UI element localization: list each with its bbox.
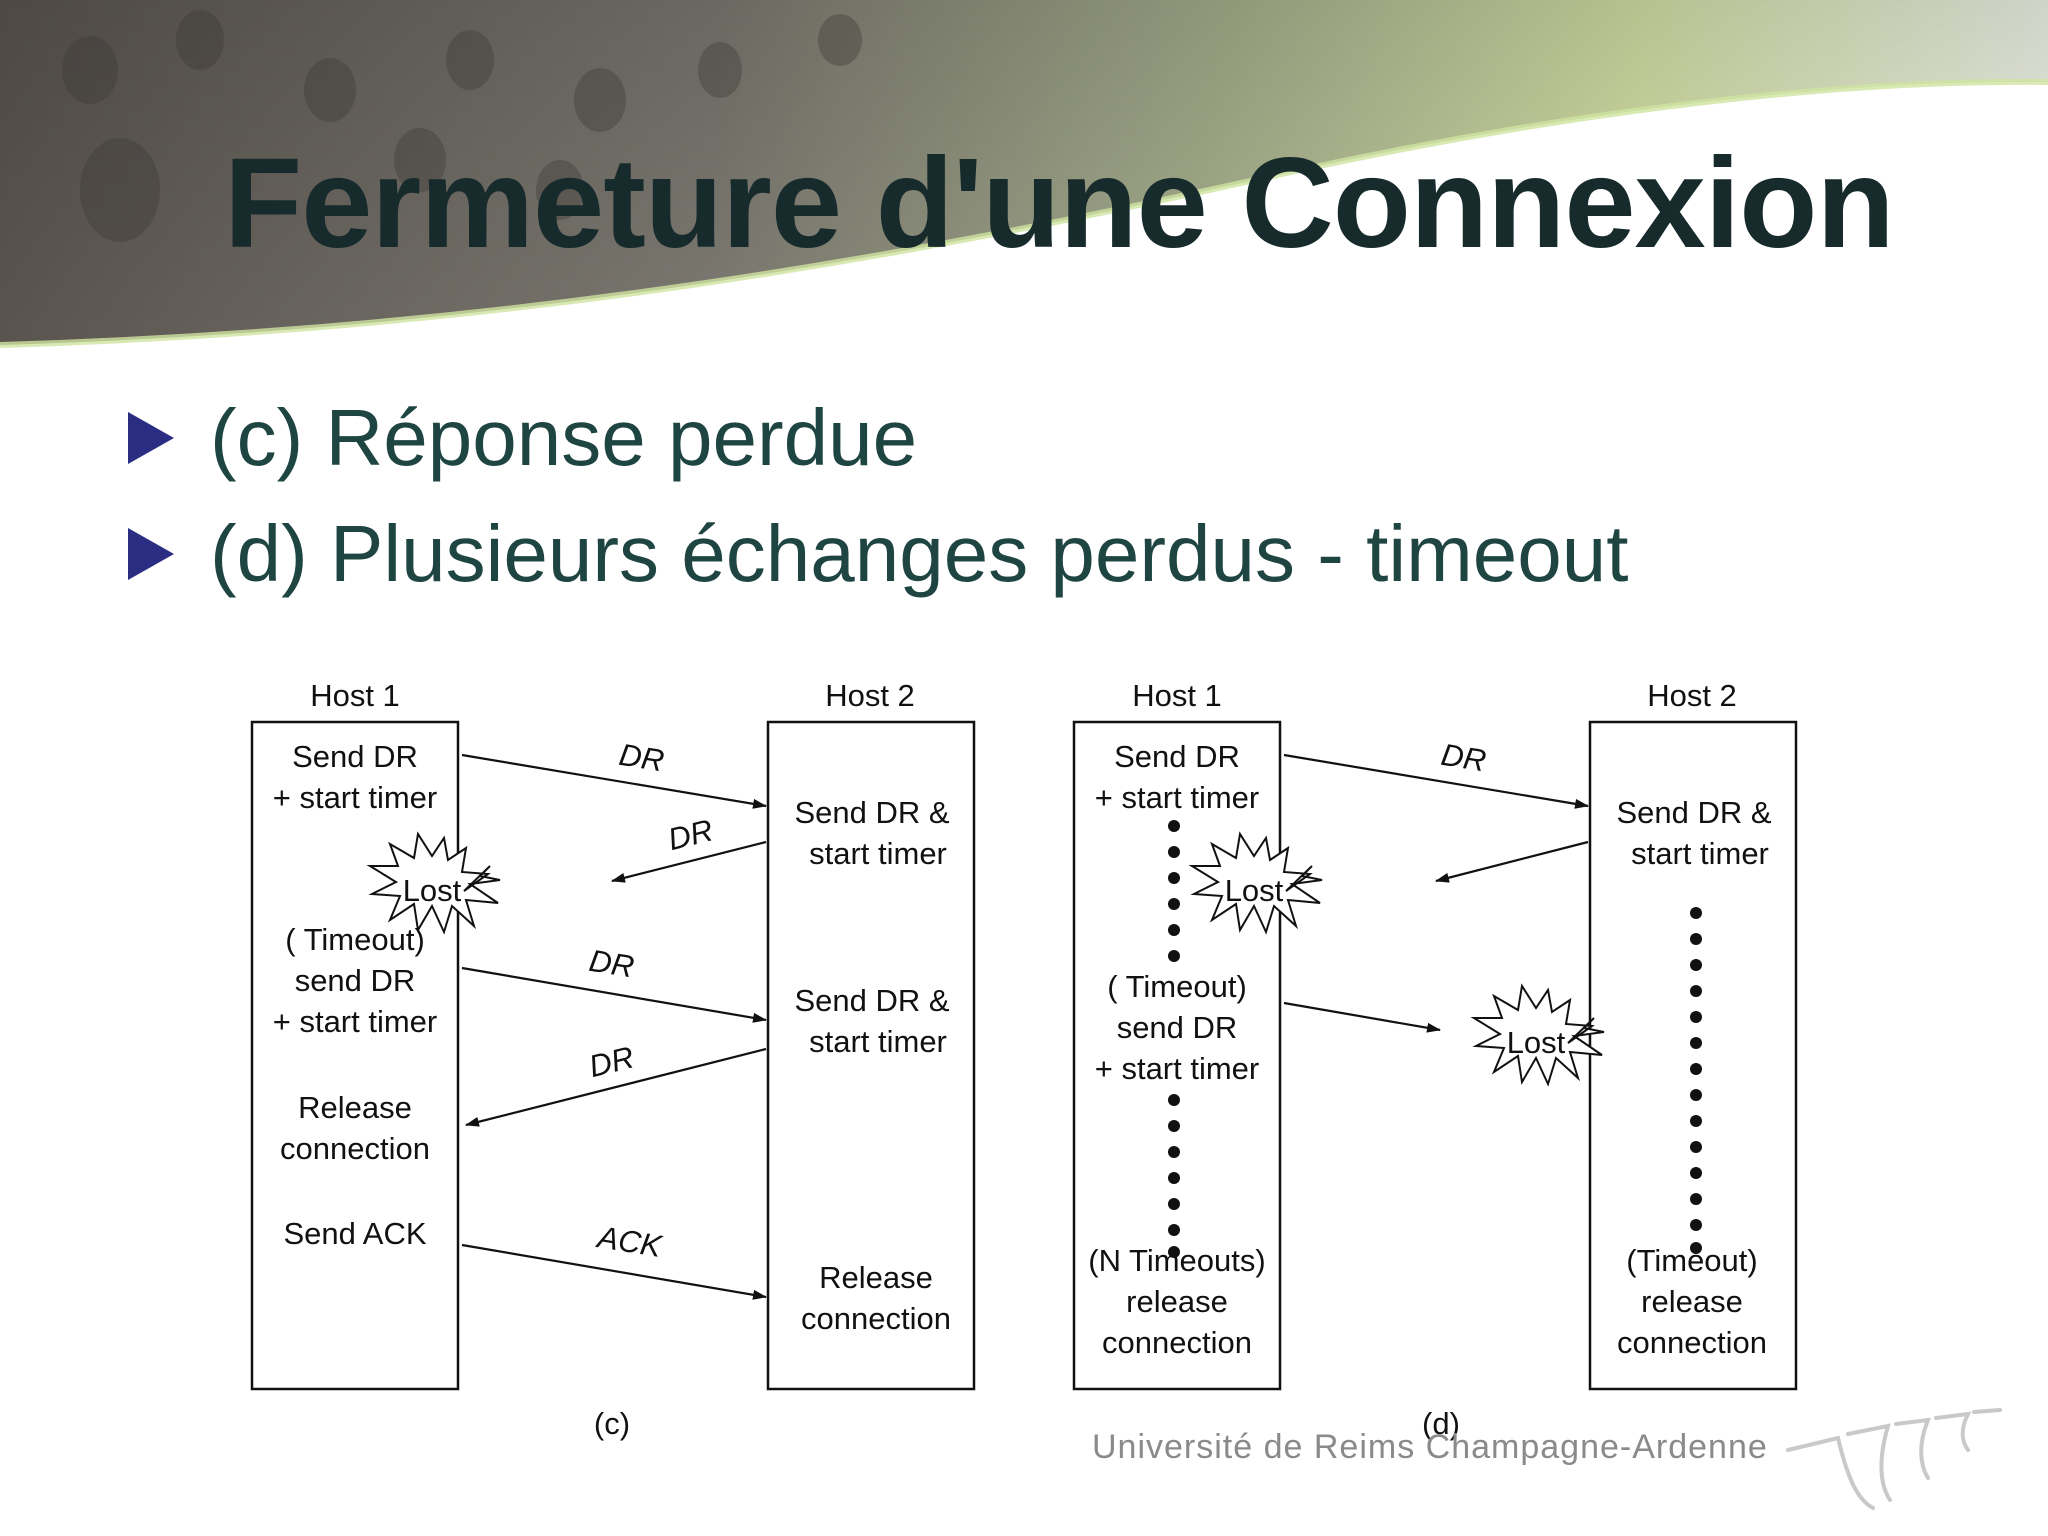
d-arrow-dr1 <box>1283 753 1589 809</box>
host2-label-d: Host 2 <box>1647 678 1737 713</box>
c-h2-start-timer-2: start timer <box>809 1024 947 1059</box>
d-h1-send-dr: Send DR <box>1114 739 1240 774</box>
host2-label-c: Host 2 <box>825 678 915 713</box>
d-h1-timeout: ( Timeout) <box>1107 969 1247 1004</box>
header-background <box>0 0 2048 360</box>
bullet-list: (c) Réponse perdue (d) Plusieurs échange… <box>128 380 1628 612</box>
c-arrow-ack <box>461 1243 767 1300</box>
c-h1-timeout-send: send DR <box>295 963 416 998</box>
d-h1-send-dr-timer: + start timer <box>1095 780 1260 815</box>
c-h1-release-conn: connection <box>280 1131 430 1166</box>
d-h2-start-timer: start timer <box>1631 836 1769 871</box>
c-label-dr1: DR <box>617 737 667 779</box>
host1-label-c: Host 1 <box>310 678 400 713</box>
c-h2-release: Release <box>819 1260 933 1295</box>
c-h1-release: Release <box>298 1090 412 1125</box>
host2-box-c <box>766 720 976 1391</box>
c-lost-label: Lost <box>403 873 462 908</box>
c-arrow-dr1 <box>461 753 767 809</box>
c-caption: (c) <box>594 1406 630 1441</box>
d-label-dr1: DR <box>1439 737 1489 779</box>
c-label-dr2: DR <box>665 812 717 857</box>
c-label-ack: ACK <box>593 1219 665 1264</box>
host1-box-d <box>1072 720 1282 1391</box>
d-h1-release: release <box>1126 1284 1228 1319</box>
c-lost-burst-icon <box>366 831 501 935</box>
c-h1-send-ack: Send ACK <box>283 1216 426 1251</box>
university-logo-icon <box>1786 1408 2002 1510</box>
bullet-item-c: (c) Réponse perdue <box>128 380 1628 496</box>
d-lost-label-1: Lost <box>1225 873 1284 908</box>
c-arrow-dr4 <box>465 1047 767 1127</box>
host1-label-d: Host 1 <box>1132 678 1222 713</box>
d-h2-release-conn: connection <box>1617 1325 1767 1360</box>
bullet-text: (d) Plusieurs échanges perdus - timeout <box>210 509 1629 598</box>
c-h2-start-timer-1: start timer <box>809 836 947 871</box>
c-label-dr3: DR <box>587 943 637 985</box>
d-lost-burst-icon-1 <box>1188 831 1323 935</box>
d-arrow-dr2 <box>1435 840 1589 883</box>
host1-box-c <box>250 720 460 1391</box>
triangle-bullet-icon <box>128 528 174 580</box>
d-caption: (d) <box>1422 1406 1460 1441</box>
d-lost-label-2: Lost <box>1507 1025 1566 1060</box>
c-h2-send-dr-2: Send DR & <box>794 983 949 1018</box>
d-h2-release: release <box>1641 1284 1743 1319</box>
bullet-text: (c) Réponse perdue <box>210 393 918 482</box>
triangle-bullet-icon <box>128 412 174 464</box>
d-h1-release-conn: connection <box>1102 1325 1252 1360</box>
bullet-item-d: (d) Plusieurs échanges perdus - timeout <box>128 496 1628 612</box>
c-h1-send-dr-timer: + start timer <box>273 780 438 815</box>
c-h2-send-dr-1: Send DR & <box>794 795 949 830</box>
c-h1-timeout-timer: + start timer <box>273 1004 438 1039</box>
c-arrow-dr2 <box>611 840 767 883</box>
d-lost-burst-icon-2 <box>1470 983 1605 1087</box>
diagram-c: Host 1 Host 2 Send DR + start timer ( Ti… <box>250 678 976 1441</box>
c-h1-send-dr: Send DR <box>292 739 418 774</box>
university-footer: Université de Reims Champagne-Ardenne <box>1092 1428 1768 1466</box>
host2-box-d <box>1588 720 1798 1391</box>
c-h2-release-conn: connection <box>801 1301 951 1336</box>
c-arrow-dr3 <box>461 966 767 1023</box>
d-h1-timeout-send: send DR <box>1117 1010 1238 1045</box>
d-dotted-lines <box>1168 820 1702 1258</box>
d-h1-timeout-timer: + start timer <box>1095 1051 1260 1086</box>
c-label-dr4: DR <box>586 1039 638 1084</box>
d-arrow-dr3 <box>1283 1001 1441 1033</box>
diagram-d: Host 1 Host 2 Send DR + start timer ( Ti… <box>1072 678 1798 1441</box>
d-h2-send-dr: Send DR & <box>1616 795 1771 830</box>
c-h1-timeout: ( Timeout) <box>285 922 425 957</box>
slide-title: Fermeture d'une Connexion <box>224 132 1895 275</box>
